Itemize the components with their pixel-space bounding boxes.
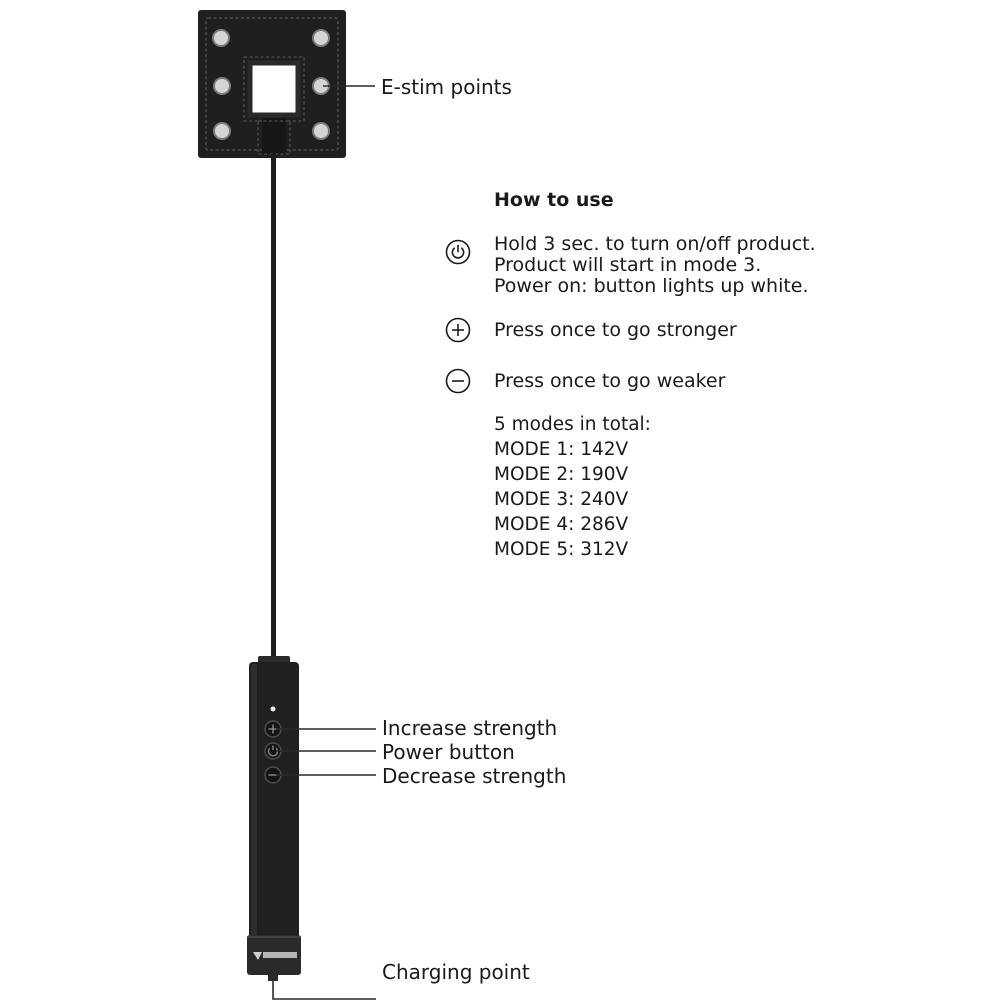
indicator-light	[270, 706, 276, 712]
callout-increase-strength: Increase strength	[382, 716, 558, 740]
power-instruction-line-1: Hold 3 sec. to turn on/off product.	[494, 233, 816, 255]
paddle-head	[198, 10, 346, 158]
estim-stud	[212, 29, 230, 47]
rod	[271, 154, 276, 659]
mode-item: MODE 5: 312V	[494, 539, 629, 560]
estim-stud	[312, 122, 330, 140]
minus-instruction: Press once to go weaker	[494, 370, 726, 392]
brand-logo	[253, 952, 297, 960]
callout-decrease-strength: Decrease strength	[382, 764, 567, 788]
mode-item: MODE 2: 190V	[494, 464, 629, 485]
plus-instruction: Press once to go stronger	[494, 319, 737, 341]
charging-port	[268, 975, 278, 981]
mode-item: MODE 4: 286V	[494, 514, 629, 535]
leader-lines	[272, 85, 376, 1000]
plus-circle-icon	[445, 317, 471, 343]
power-instruction-line-2: Product will start in mode 3.	[494, 254, 762, 276]
how-to-use-title: How to use	[494, 189, 614, 211]
modes-list: 5 modes in total: MODE 1: 142V MODE 2: 1…	[494, 412, 651, 562]
power-instruction-line-3: Power on: button lights up white.	[494, 275, 809, 297]
mode-item: MODE 3: 240V	[494, 489, 629, 510]
minus-circle-icon	[445, 368, 471, 394]
handle	[247, 656, 301, 981]
power-icon	[445, 239, 471, 265]
estim-stud	[213, 122, 231, 140]
callout-charging-point: Charging point	[382, 960, 530, 984]
callout-estim-points: E-stim points	[381, 75, 512, 99]
estim-stud	[213, 77, 231, 95]
modes-heading: 5 modes in total:	[494, 414, 651, 435]
estim-stud	[312, 29, 330, 47]
callout-power-button: Power button	[382, 740, 515, 764]
mode-item: MODE 1: 142V	[494, 439, 629, 460]
